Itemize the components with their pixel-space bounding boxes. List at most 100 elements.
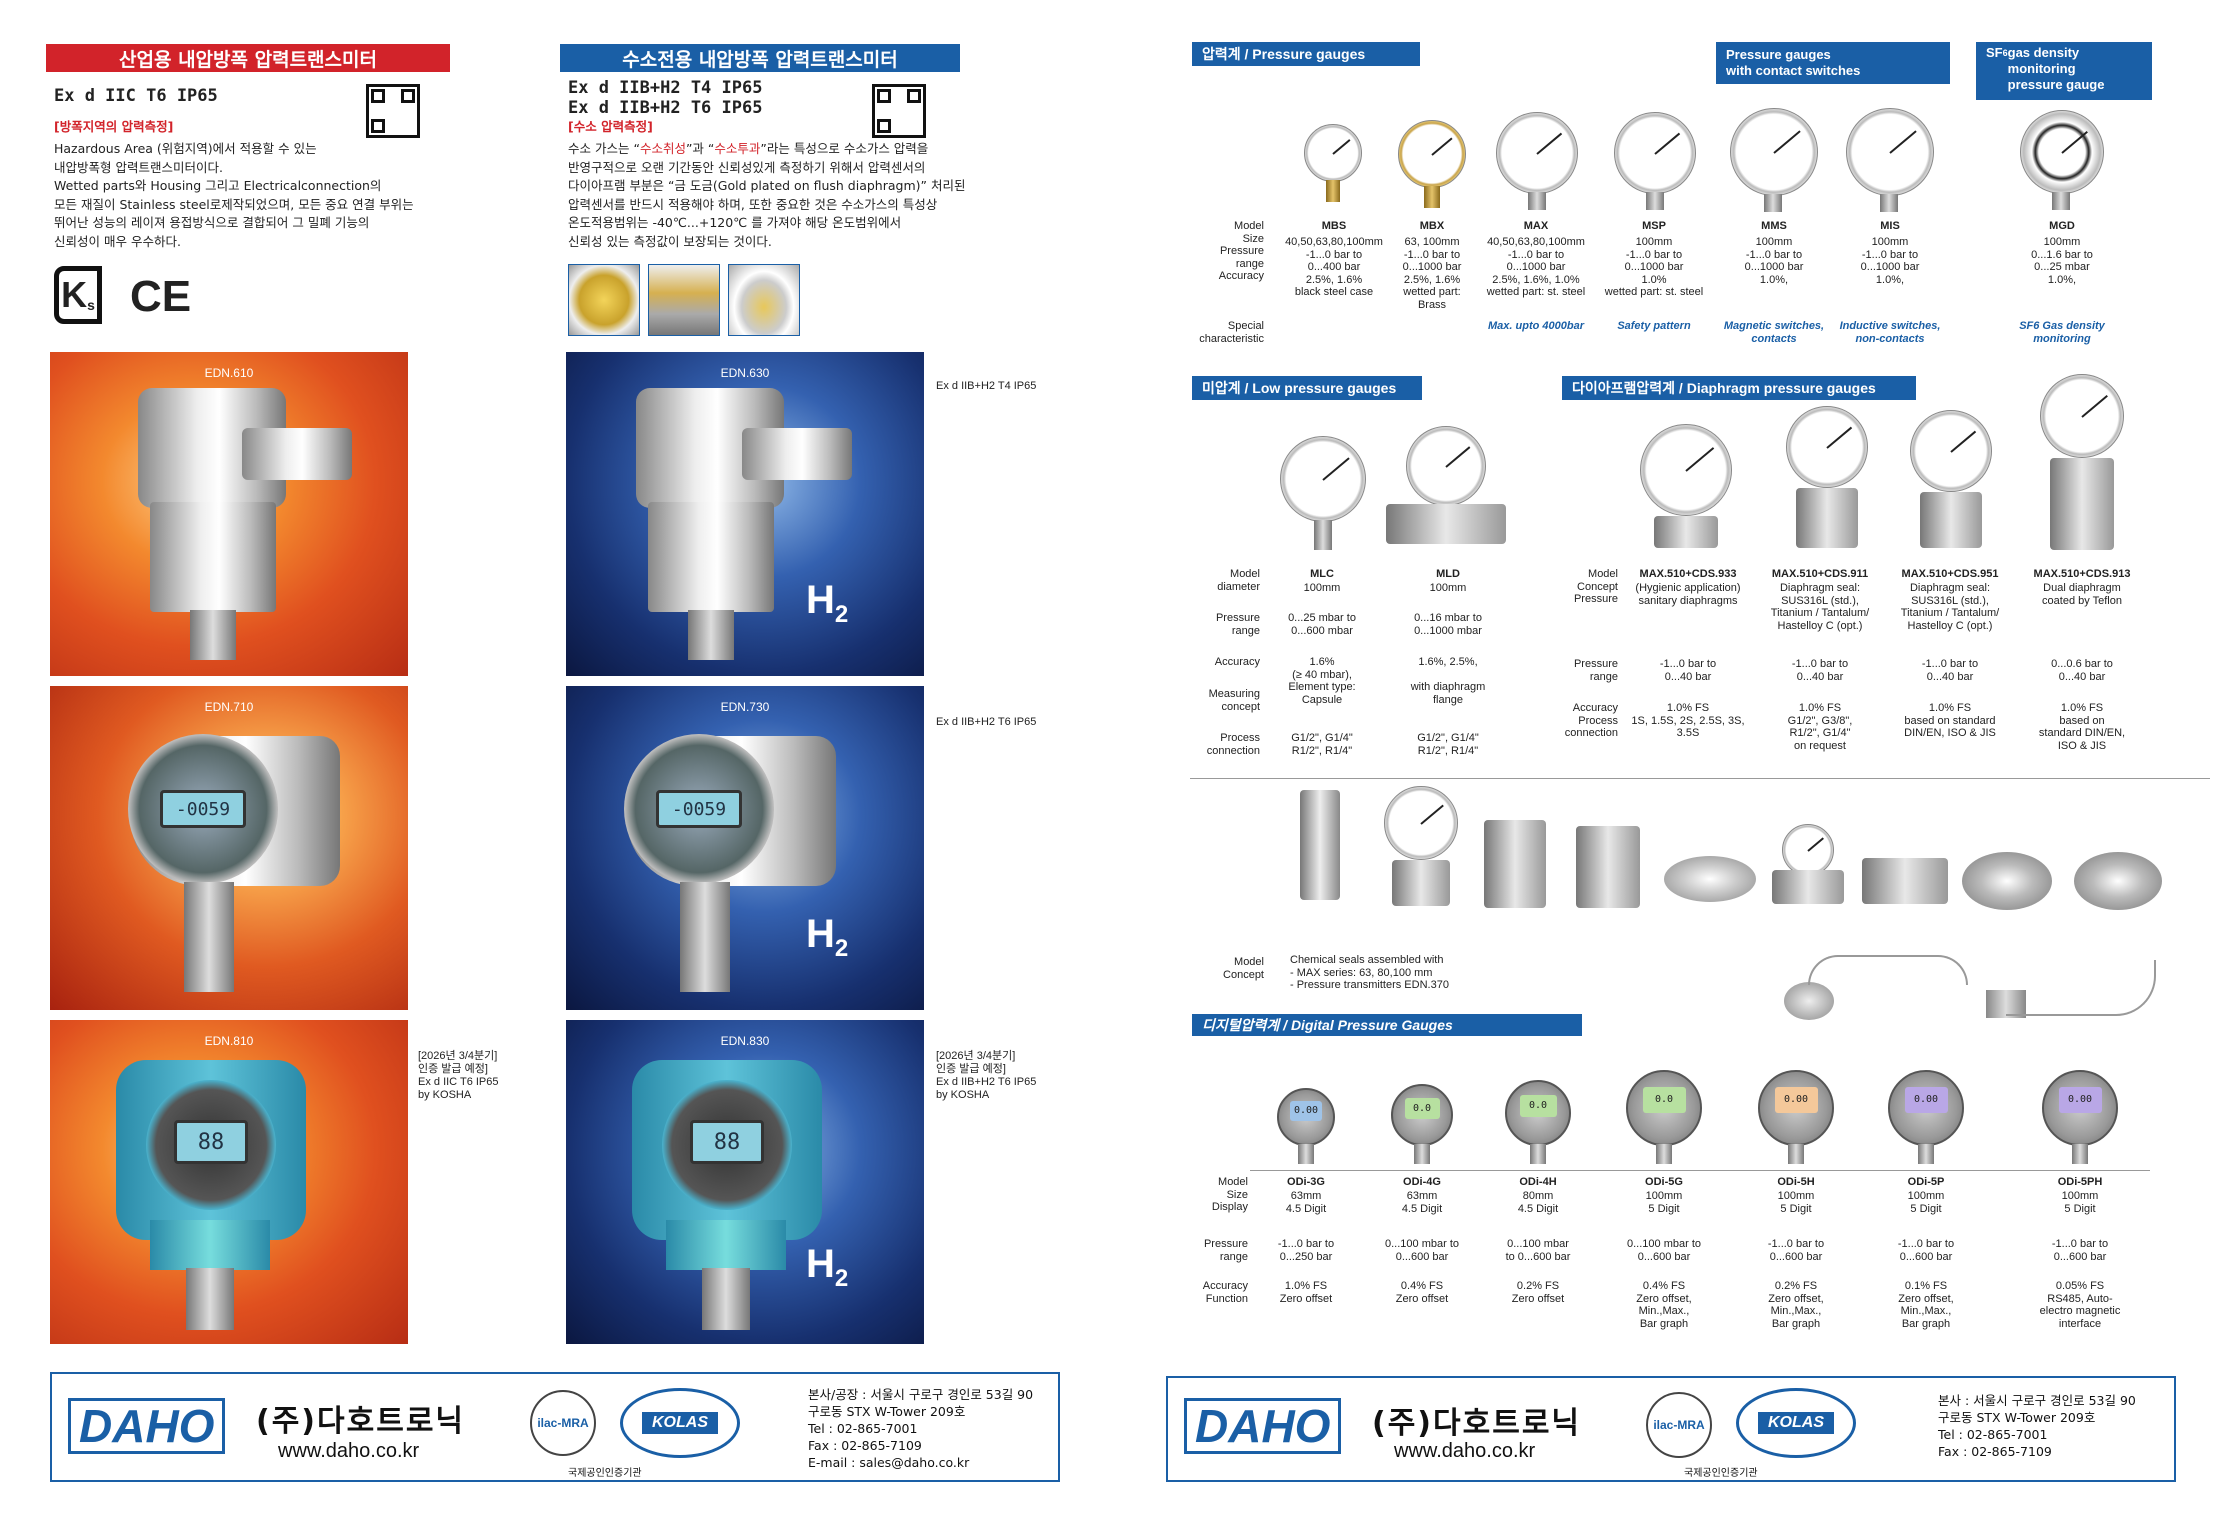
- pg-model: MSP: [1642, 220, 1666, 232]
- pg-model: MBX: [1419, 220, 1445, 232]
- dg-label-accuracy: Accuracy Function: [1202, 1280, 1248, 1305]
- pg-model: MAX: [1523, 220, 1549, 232]
- h2-symbol: H2: [806, 1242, 849, 1292]
- note-edn-730: Ex d IIB+H2 T6 IP65: [936, 716, 1037, 728]
- section-contact-switches: Pressure gauges with contact switches: [1716, 42, 1950, 84]
- dg-spec: 80mm 4.5 Digit: [1517, 1190, 1559, 1215]
- pg-model: MBS: [1321, 220, 1347, 232]
- tag-industrial: [방폭지역의 압력측정]: [54, 119, 174, 134]
- photo-edn-810: EDN.810 88: [50, 1020, 408, 1344]
- dg-accuracy: 0.4% FS Zero offset, Min.,Max., Bar grap…: [1636, 1280, 1692, 1330]
- dg-spec: 100mm 5 Digit: [1645, 1190, 1683, 1215]
- product-name: EDN.730: [720, 700, 770, 714]
- dg-spec: 63mm 4.5 Digit: [1285, 1190, 1327, 1215]
- gauge-cds951-photo: [1910, 410, 1992, 492]
- low-label-measuring: Measuring concept: [1208, 688, 1260, 713]
- gauge-mbs-photo: [1304, 124, 1362, 182]
- digital-lcd: 0.00: [2058, 1086, 2102, 1113]
- dg-label-pressure: Pressure range: [1203, 1238, 1248, 1263]
- h2-symbol: H2: [806, 912, 849, 962]
- digital-lcd: 0.00: [1774, 1086, 1818, 1113]
- digital-lcd: 0.00: [1290, 1100, 1322, 1121]
- section-low-pressure: 미압계 / Low pressure gauges: [1192, 376, 1422, 400]
- pg-model: MIS: [1880, 220, 1900, 232]
- section-pressure-gauges: 압력계 / Pressure gauges: [1192, 42, 1420, 66]
- pg-special-label: Special characteristic: [1199, 320, 1264, 345]
- pg-special: Safety pattern: [1617, 320, 1691, 332]
- dg-spec: 100mm 5 Digit: [2061, 1190, 2099, 1215]
- digital-gauge-photo: [1888, 1070, 1964, 1146]
- description-hydrogen: 수소 가스는 “수소취성”과 “수소투과”라는 특성으로 수소가스 압력을 반영…: [568, 141, 966, 249]
- dg-model: ODi-5H: [1777, 1176, 1815, 1188]
- ilac-mra-logo: ilac-MRA: [1646, 1392, 1712, 1458]
- diaphragm-closeup-photo: [728, 264, 800, 336]
- digital-lcd: 0.0: [1519, 1094, 1557, 1117]
- pg-special: Inductive switches, non-contacts: [1839, 320, 1941, 345]
- gold-diaphragm-photo: [568, 264, 640, 336]
- note-edn-630: Ex d IIB+H2 T4 IP65: [936, 380, 1037, 392]
- product-name: EDN.630: [720, 366, 770, 380]
- dia-range: -1...0 bar to 0...40 bar: [1659, 658, 1717, 683]
- description-industrial: Hazardous Area (위험지역)에서 적용할 수 있는 내압방폭형 압…: [54, 141, 414, 249]
- product-name: EDN.810: [204, 1034, 254, 1048]
- daho-logo: DAHO: [1184, 1398, 1342, 1454]
- photo-edn-630: EDN.630 H2: [566, 352, 924, 676]
- dia-range: -1...0 bar to 0...40 bar: [1921, 658, 1979, 683]
- dg-model: ODi-4H: [1519, 1176, 1557, 1188]
- note-edn-830: [2026년 3/4분기] 인증 발급 예정] Ex d IIB+H2 T6 I…: [936, 1050, 1037, 1101]
- tag-hydrogen: [수소 압력측정]: [568, 119, 653, 134]
- digital-lcd: 0.0: [1404, 1097, 1440, 1119]
- dia-accuracy: 1.0% FS based on standard DIN/EN, ISO & …: [2038, 702, 2126, 752]
- dia-range: -1...0 bar to 0...40 bar: [1791, 658, 1849, 683]
- low-diameter: 100mm: [1303, 582, 1341, 594]
- company-name: (주)다호트로닉: [256, 1404, 466, 1439]
- subtitle-industrial: Ex d IIC T6 IP65: [54, 86, 218, 106]
- dg-accuracy: 0.4% FS Zero offset: [1395, 1280, 1449, 1305]
- company-address: 본사/공장 : 서울시 구로구 경인로 53길 90 구로동 STX W-Tow…: [808, 1387, 1034, 1470]
- website-link[interactable]: www.daho.co.kr: [278, 1440, 420, 1462]
- kolas-logo: KOLAS: [620, 1388, 740, 1458]
- dg-range: 0...100 mbar to 0...600 bar: [1385, 1238, 1459, 1263]
- dg-accuracy: 0.1% FS Zero offset, Min.,Max., Bar grap…: [1898, 1280, 1954, 1330]
- low-label-pressure: Pressure range: [1215, 612, 1260, 637]
- dg-spec: 100mm 5 Digit: [1907, 1190, 1945, 1215]
- gauge-cds933-photo: [1640, 424, 1732, 516]
- ilac-mra-logo: ilac-MRA: [530, 1390, 596, 1456]
- dg-range: -1...0 bar to 0...250 bar: [1277, 1238, 1335, 1263]
- qr-code-icon: [366, 84, 420, 138]
- dia-model: MAX.510+CDS.911: [1771, 568, 1869, 580]
- photo-edn-610: EDN.610: [50, 352, 408, 676]
- dg-model: ODi-5PH: [2057, 1176, 2103, 1188]
- digital-lcd: 0.0: [1642, 1086, 1686, 1113]
- pg-spec: 100mm 0...1.6 bar to 0...25 mbar 1.0%,: [2031, 236, 2093, 286]
- header-hydrogen: 수소전용 내압방폭 압력트랜스미터: [560, 44, 960, 72]
- dia-accuracy: 1.0% FS G1/2", G3/8", R1/2", G1/4" on re…: [1787, 702, 1853, 752]
- low-label-connection: Process connection: [1206, 732, 1260, 757]
- pg-model: MMS: [1761, 220, 1787, 232]
- pg-spec: 63, 100mm -1...0 bar to 0...1000 bar 2.5…: [1402, 236, 1462, 311]
- gauge-mlc-photo: [1280, 436, 1366, 522]
- dia-label-accuracy: Accuracy Process connection: [1564, 702, 1618, 739]
- photo-edn-830: EDN.830 88 H2: [566, 1020, 924, 1344]
- low-model: MLD: [1436, 568, 1460, 580]
- lcd-display: -0059: [160, 790, 246, 828]
- website-link[interactable]: www.daho.co.kr: [1394, 1440, 1536, 1462]
- dg-model: ODi-4G: [1403, 1176, 1441, 1188]
- gauge-mgd-photo: [2020, 110, 2104, 194]
- subtitle-hydrogen: Ex d IIB+H2 T4 IP65 Ex d IIB+H2 T6 IP65: [568, 78, 763, 118]
- dia-concept: Dual diaphragm coated by Teflon: [2042, 582, 2122, 607]
- dia-concept: Diaphragm seal: SUS316L (std.), Titanium…: [1900, 582, 2000, 632]
- product-name: EDN.610: [204, 366, 254, 380]
- ce-mark-icon: CE: [130, 272, 192, 321]
- low-accuracy: 1.6%, 2.5%, with diaphragm flange: [1410, 656, 1486, 706]
- gauge-mms-photo: [1730, 108, 1818, 196]
- kolas-logo: KOLAS: [1736, 1388, 1856, 1458]
- pg-spec: 40,50,63,80,100mm -1...0 bar to 0...1000…: [1486, 236, 1586, 298]
- gauge-cds911-photo: [1786, 406, 1868, 488]
- dg-accuracy: 0.05% FS RS485, Auto- electro magnetic i…: [2039, 1280, 2121, 1330]
- transmitter-photo: [1300, 790, 1340, 900]
- dg-spec: 100mm 5 Digit: [1777, 1190, 1815, 1215]
- dia-model: MAX.510+CDS.913: [2033, 568, 2131, 580]
- pg-model: MGD: [2049, 220, 2075, 232]
